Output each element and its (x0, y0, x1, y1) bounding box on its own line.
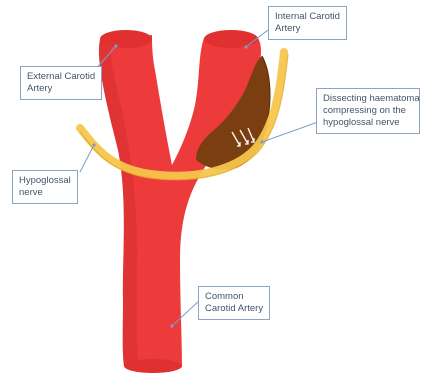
label-common-line2: Carotid Artery (205, 303, 263, 315)
label-external-carotid: External Carotid Artery (20, 66, 102, 100)
label-haematoma-line3: hypoglossal nerve (323, 117, 413, 129)
label-external-line2: Artery (27, 83, 95, 95)
label-hypoglossal-nerve: Hypoglossal nerve (12, 170, 78, 204)
label-nerve-line1: Hypoglossal (19, 175, 71, 187)
label-haematoma-line1: Dissecting haematoma (323, 93, 413, 105)
common-carotid-opening (124, 359, 182, 373)
label-common-carotid: Common Carotid Artery (198, 286, 270, 320)
label-external-line1: External Carotid (27, 71, 95, 83)
leader-nerve (80, 145, 94, 172)
label-nerve-line2: nerve (19, 187, 71, 199)
label-internal-line2: Artery (275, 23, 340, 35)
internal-carotid-opening (204, 30, 258, 48)
label-internal-line1: Internal Carotid (275, 11, 340, 23)
label-haematoma-line2: compressing on the (323, 105, 413, 117)
label-internal-carotid: Internal Carotid Artery (268, 6, 347, 40)
external-carotid-opening (100, 30, 152, 48)
label-dissecting-haematoma: Dissecting haematoma compressing on the … (316, 88, 420, 134)
label-common-line1: Common (205, 291, 263, 303)
